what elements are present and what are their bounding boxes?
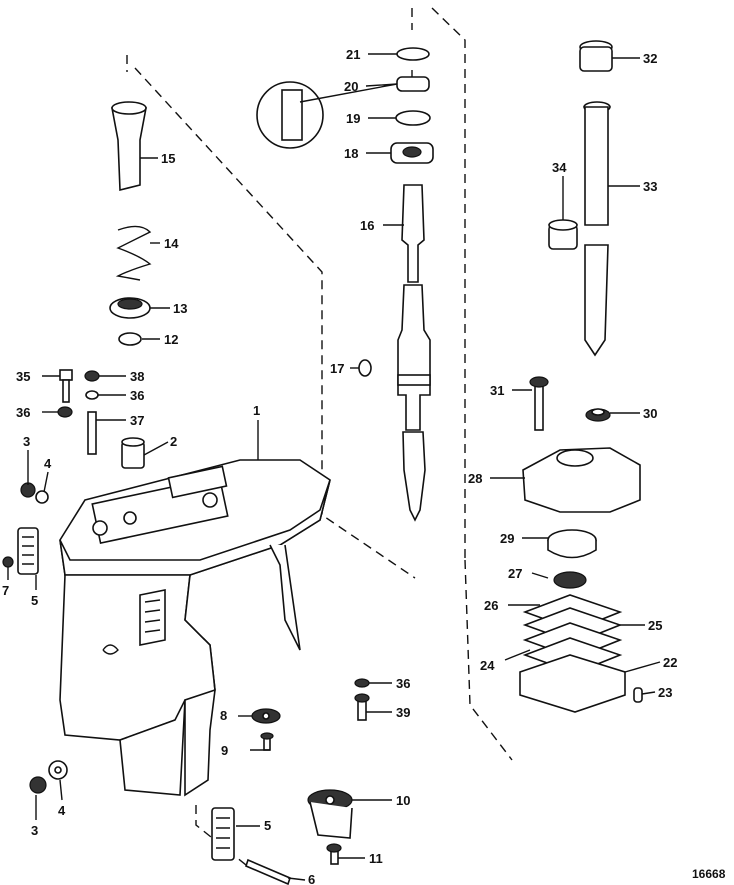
callout-16: 16 xyxy=(360,218,374,233)
callout-4: 4 xyxy=(58,803,66,818)
part-gearcase-housing xyxy=(59,459,331,797)
callout-32: 32 xyxy=(643,51,657,66)
callout-19: 19 xyxy=(346,111,360,126)
callout-3: 3 xyxy=(31,823,38,838)
callout-7: 7 xyxy=(2,583,9,598)
part-grille-upper xyxy=(2,527,39,575)
callout-24: 24 xyxy=(480,658,495,673)
part-driveshaft xyxy=(256,47,434,522)
part-anode-screw xyxy=(251,708,281,751)
part-screw-washer-upper xyxy=(20,482,49,504)
callout-4: 4 xyxy=(44,456,52,471)
leader-lines xyxy=(7,53,661,881)
callout-23: 23 xyxy=(658,685,672,700)
part-trim-tab xyxy=(307,789,353,865)
callout-31: 31 xyxy=(490,383,504,398)
callout-26: 26 xyxy=(484,598,498,613)
drawing-reference-number: 16668 xyxy=(692,867,726,881)
callout-labels: 1 2 3 3 4 4 5 5 6 7 8 9 10 11 12 13 14 1… xyxy=(2,47,726,885)
callout-3: 3 xyxy=(23,434,30,449)
callout-38: 38 xyxy=(130,369,144,384)
callout-8: 8 xyxy=(220,708,227,723)
callout-18: 18 xyxy=(344,146,358,161)
callout-20: 20 xyxy=(344,79,358,94)
callout-36: 36 xyxy=(130,388,144,403)
callout-14: 14 xyxy=(164,236,179,251)
callout-35: 35 xyxy=(16,369,30,384)
callout-10: 10 xyxy=(396,793,410,808)
callout-33: 33 xyxy=(643,179,657,194)
part-water-pump xyxy=(519,376,643,713)
callout-5: 5 xyxy=(31,593,38,608)
callout-37: 37 xyxy=(130,413,144,428)
callout-28: 28 xyxy=(468,471,482,486)
part-grille-lower xyxy=(211,807,291,885)
part-sleeve xyxy=(121,437,145,469)
callout-30: 30 xyxy=(643,406,657,421)
callout-9: 9 xyxy=(221,743,228,758)
callout-12: 12 xyxy=(164,332,178,347)
callout-36: 36 xyxy=(16,405,30,420)
part-driveshaft-bearing-stack xyxy=(109,101,152,346)
callout-21: 21 xyxy=(346,47,360,62)
callout-34: 34 xyxy=(552,160,567,175)
callout-29: 29 xyxy=(500,531,514,546)
part-screw-washer-lower xyxy=(29,760,68,794)
callout-27: 27 xyxy=(508,566,522,581)
callout-36: 36 xyxy=(396,676,410,691)
callout-13: 13 xyxy=(173,301,187,316)
callout-39: 39 xyxy=(396,705,410,720)
callout-15: 15 xyxy=(161,151,175,166)
callout-2: 2 xyxy=(170,434,177,449)
callout-17: 17 xyxy=(330,361,344,376)
callout-1: 1 xyxy=(253,403,260,418)
callout-25: 25 xyxy=(648,618,662,633)
callout-22: 22 xyxy=(663,655,677,670)
callout-11: 11 xyxy=(369,851,383,866)
callout-5: 5 xyxy=(264,818,271,833)
callout-6: 6 xyxy=(308,872,315,885)
part-water-tube xyxy=(548,40,613,357)
